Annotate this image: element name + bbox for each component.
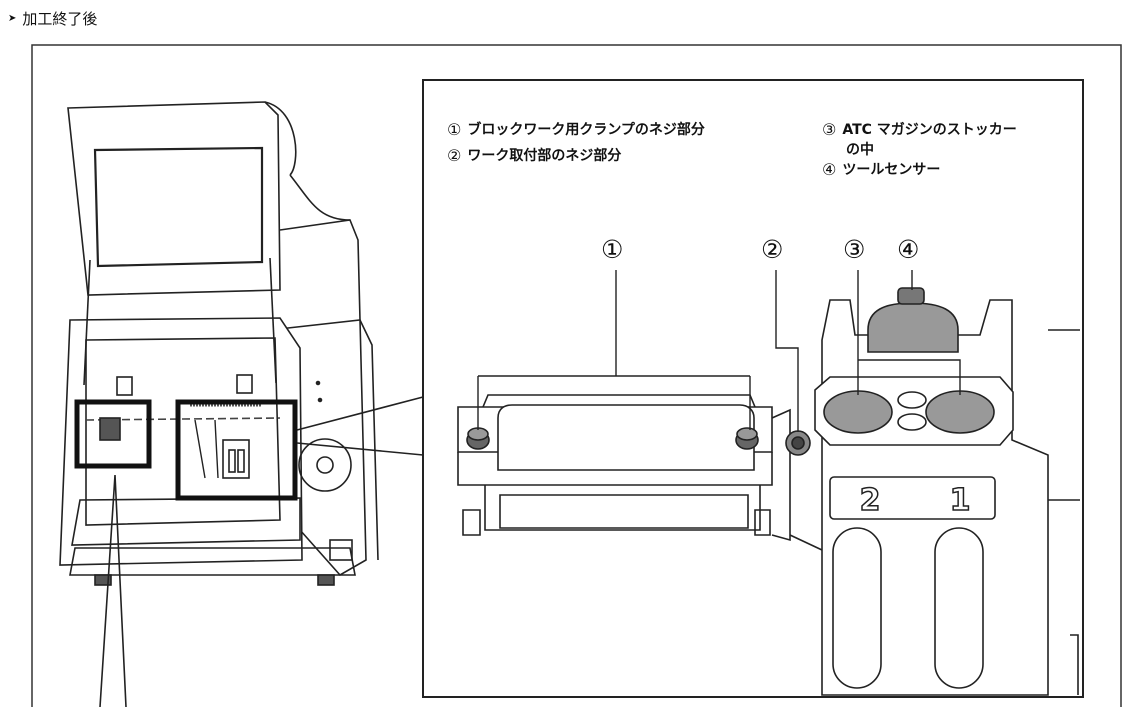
callout-1: ① (601, 235, 624, 264)
legend-text: ATC マガジンのストッカー (842, 122, 1017, 138)
legend-item: ① ブロックワーク用クランプのネジ部分 (447, 120, 705, 140)
callout-4: ④ (897, 235, 920, 264)
legend-item-continued: の中 (822, 140, 1017, 160)
highlight-box-clamp (74, 399, 152, 469)
bullet-arrow-icon: ➤ (8, 13, 17, 24)
callout-3: ③ (843, 235, 866, 264)
zoom-wedge (296, 396, 424, 456)
section-heading: ➤ 加工終了後 (8, 9, 97, 29)
slot-label-1: 1 (950, 483, 971, 518)
milling-machine (59, 101, 379, 586)
pointer-lines (99, 474, 127, 707)
legend-num: ② (447, 146, 462, 165)
legend-num: ① (447, 120, 462, 139)
outer-frame (31, 44, 1122, 707)
callout-2: ② (761, 235, 784, 264)
section-title: 加工終了後 (22, 10, 98, 28)
legend-text: ブロックワーク用クランプのネジ部分 (467, 122, 705, 138)
legend-text: の中 (846, 142, 874, 158)
legend-num: ④ (822, 160, 837, 179)
atc-magazine-detail (814, 287, 1080, 696)
legend-item: ③ ATC マガジンのストッカー (822, 120, 1017, 140)
slot-label-2: 2 (860, 483, 881, 518)
legend-right: ③ ATC マガジンのストッカー の中 ④ ツールセンサー (822, 120, 1017, 180)
legend-text: ツールセンサー (842, 162, 941, 178)
legend-num: ③ (822, 120, 837, 139)
legend-item: ② ワーク取付部のネジ部分 (447, 146, 705, 166)
legend-left: ① ブロックワーク用クランプのネジ部分 ② ワーク取付部のネジ部分 (447, 120, 705, 166)
callout-leaders (477, 270, 961, 432)
legend-item: ④ ツールセンサー (822, 160, 1017, 180)
detail-frame (422, 79, 1084, 698)
block-clamp-detail (457, 394, 823, 551)
legend-text: ワーク取付部のネジ部分 (467, 148, 622, 164)
highlight-box-workarea (175, 399, 298, 501)
